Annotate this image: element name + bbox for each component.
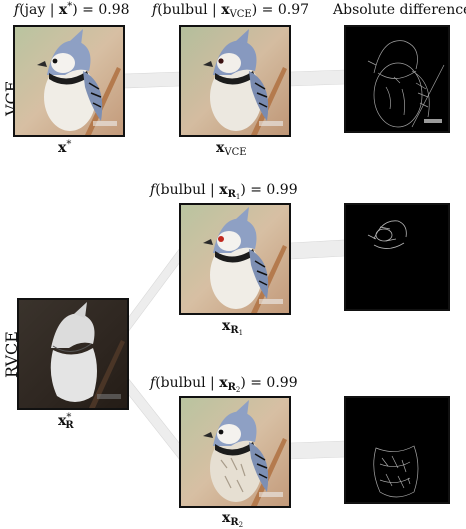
column-header-absolute-difference: Absolute difference xyxy=(333,2,466,18)
image-r2 xyxy=(179,396,291,508)
label-original-prediction: f(jay | x*) = 0.98 xyxy=(14,1,130,18)
connector-rvce-r1 xyxy=(127,247,181,333)
image-rvce-mask xyxy=(17,298,129,410)
image-diff-vce xyxy=(344,25,450,133)
label-r1-prediction: f(bulbul | xR1) = 0.99 xyxy=(150,182,298,201)
connector-r1-diff xyxy=(289,239,346,260)
image-r1 xyxy=(179,203,291,315)
connector-top-2 xyxy=(289,69,346,87)
label-r2-prediction: f(bulbul | xR2) = 0.99 xyxy=(150,375,298,394)
caption-x-r-star: x*R xyxy=(58,412,74,431)
caption-x-r1: xR1 xyxy=(222,318,244,337)
image-diff-r2 xyxy=(344,396,450,504)
connector-top-1 xyxy=(123,71,181,89)
caption-x-star: x* xyxy=(58,139,72,156)
caption-x-r2: xR2 xyxy=(222,510,244,529)
connector-r2-diff xyxy=(289,440,346,460)
image-diff-r1 xyxy=(344,203,450,311)
caption-x-vce: xVCE xyxy=(216,140,247,158)
label-vce-prediction: f(bulbul | xVCE) = 0.97 xyxy=(152,2,310,20)
image-vce xyxy=(179,25,291,137)
image-original xyxy=(13,25,125,137)
